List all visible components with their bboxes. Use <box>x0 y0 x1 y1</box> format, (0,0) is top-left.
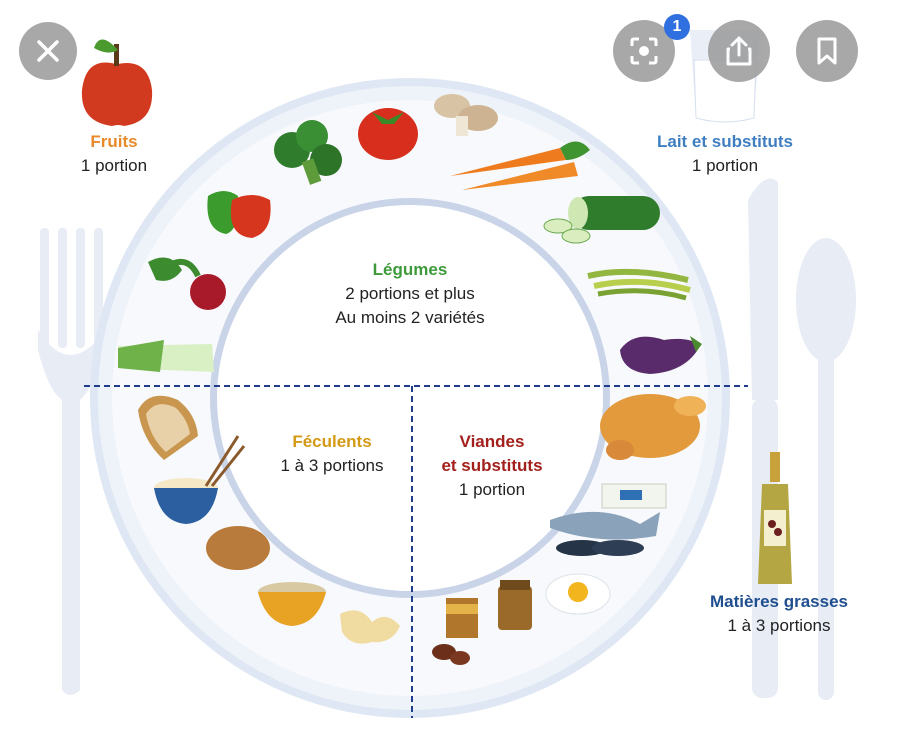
olive-oil-bottle-icon <box>758 452 792 584</box>
broccoli-icon <box>274 120 342 185</box>
lens-scan-icon <box>630 37 658 65</box>
matieres-portion: 1 à 3 portions <box>727 616 831 635</box>
viandes-title-2: et substituts <box>441 456 543 475</box>
share-icon <box>726 36 752 66</box>
radishes-icon <box>148 257 226 310</box>
label-matieres-grasses: Matières grasses 1 à 3 portions <box>694 590 864 638</box>
canned-beans-icon <box>432 598 478 665</box>
tomato-icon <box>358 108 418 160</box>
tofu-icon <box>601 483 667 509</box>
bookmark-button[interactable] <box>796 20 858 82</box>
viandes-portion: 1 portion <box>458 480 526 499</box>
leek-icon <box>118 340 214 372</box>
green-beans-icon <box>587 268 691 301</box>
cucumber-icon <box>543 196 660 244</box>
bookmark-icon <box>817 37 837 65</box>
pasta-icon <box>340 610 400 644</box>
close-button[interactable] <box>19 22 77 80</box>
close-icon <box>37 40 59 62</box>
lens-count-badge: 1 <box>664 14 690 40</box>
label-lait: Lait et substituts 1 portion <box>630 130 820 178</box>
share-button[interactable] <box>708 20 770 82</box>
legumes-line2: Au moins 2 variétés <box>335 308 485 327</box>
eggplant-icon <box>620 336 702 374</box>
feculents-portion: 1 à 3 portions <box>280 456 384 475</box>
lait-portion: 1 portion <box>691 156 759 175</box>
fork-icon <box>38 228 105 695</box>
peppers-icon <box>207 191 271 238</box>
carrots-icon <box>450 141 590 190</box>
mushrooms-icon <box>434 94 498 136</box>
apple-icon <box>81 39 153 126</box>
fruits-title: Fruits <box>90 132 138 151</box>
spoon-icon <box>796 238 856 700</box>
feculents-title: Féculents <box>292 432 372 451</box>
label-viandes: Viandes et substituts 1 portion <box>422 430 562 502</box>
rice-bowl-icon <box>154 435 246 524</box>
viandes-title-1: Viandes <box>459 432 525 451</box>
chicken-icon <box>600 394 706 460</box>
bread-icon <box>138 395 198 460</box>
legumes-title: Légumes <box>372 260 448 279</box>
cereal-bowl-icon <box>258 582 326 626</box>
matieres-title: Matières grasses <box>710 592 848 611</box>
label-legumes: Légumes 2 portions et plus Au moins 2 va… <box>300 258 520 330</box>
jar-icon <box>498 580 532 630</box>
egg-icon <box>545 573 611 615</box>
label-feculents: Féculents 1 à 3 portions <box>262 430 402 478</box>
potato-icon <box>206 526 270 570</box>
legumes-line1: 2 portions et plus <box>345 284 475 303</box>
lens-button[interactable] <box>613 20 675 82</box>
fish-icon <box>550 511 660 556</box>
fruits-portion: 1 portion <box>80 156 148 175</box>
lait-title: Lait et substituts <box>656 132 793 151</box>
label-fruits: Fruits 1 portion <box>50 130 178 178</box>
